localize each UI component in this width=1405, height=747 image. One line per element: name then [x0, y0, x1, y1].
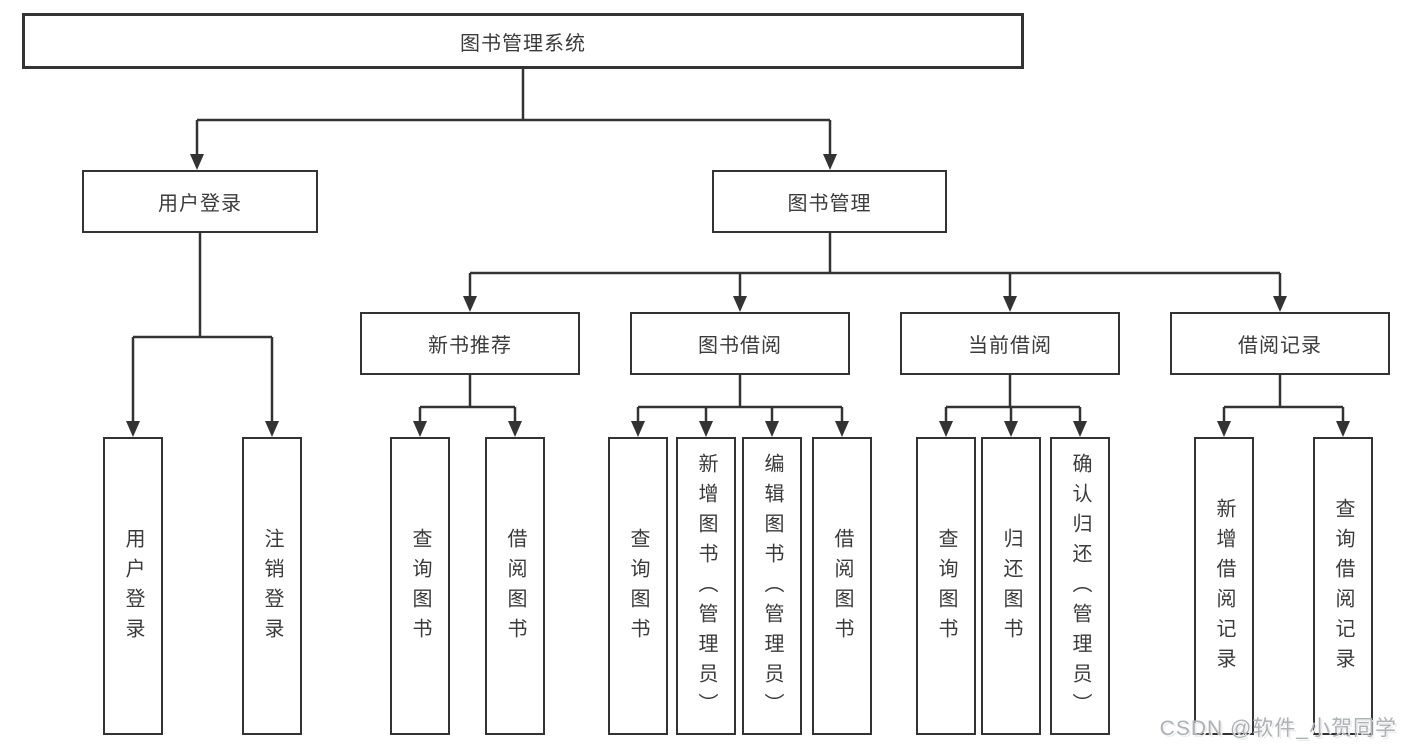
connector-arrowheads	[126, 154, 1350, 437]
node-new-book-recommend: 新书推荐	[360, 312, 580, 375]
node-user-login: 用户登录	[82, 170, 318, 233]
leaf-borrow-books-recommend: 借阅图书	[485, 437, 545, 735]
leaf-query-borrow-record: 查询借阅记录	[1313, 437, 1373, 735]
leaf-return-book: 归还图书	[981, 437, 1041, 735]
node-current-borrow: 当前借阅	[900, 312, 1120, 375]
leaf-add-borrow-record: 新增借阅记录	[1194, 437, 1254, 735]
leaf-add-book-admin: 新增图书（管理员）	[676, 437, 736, 735]
leaf-edit-book-admin: 编辑图书（管理员）	[742, 437, 802, 735]
leaf-logout: 注销登录	[242, 437, 302, 735]
leaf-query-books-recommend: 查询图书	[390, 437, 450, 735]
leaf-borrow-books: 借阅图书	[812, 437, 872, 735]
node-book-borrow: 图书借阅	[630, 312, 850, 375]
node-book-management: 图书管理	[712, 170, 947, 233]
leaf-confirm-return-admin: 确认归还（管理员）	[1050, 437, 1110, 735]
connector-paths	[131, 69, 1345, 427]
leaf-query-books-borrow: 查询图书	[608, 437, 668, 735]
node-library-management-system: 图书管理系统	[22, 13, 1024, 69]
node-borrow-records: 借阅记录	[1170, 312, 1390, 375]
leaf-user-login: 用户登录	[103, 437, 163, 735]
leaf-query-books-current: 查询图书	[916, 437, 976, 735]
watermark: CSDN @软件_小贺同学	[1159, 717, 1397, 740]
